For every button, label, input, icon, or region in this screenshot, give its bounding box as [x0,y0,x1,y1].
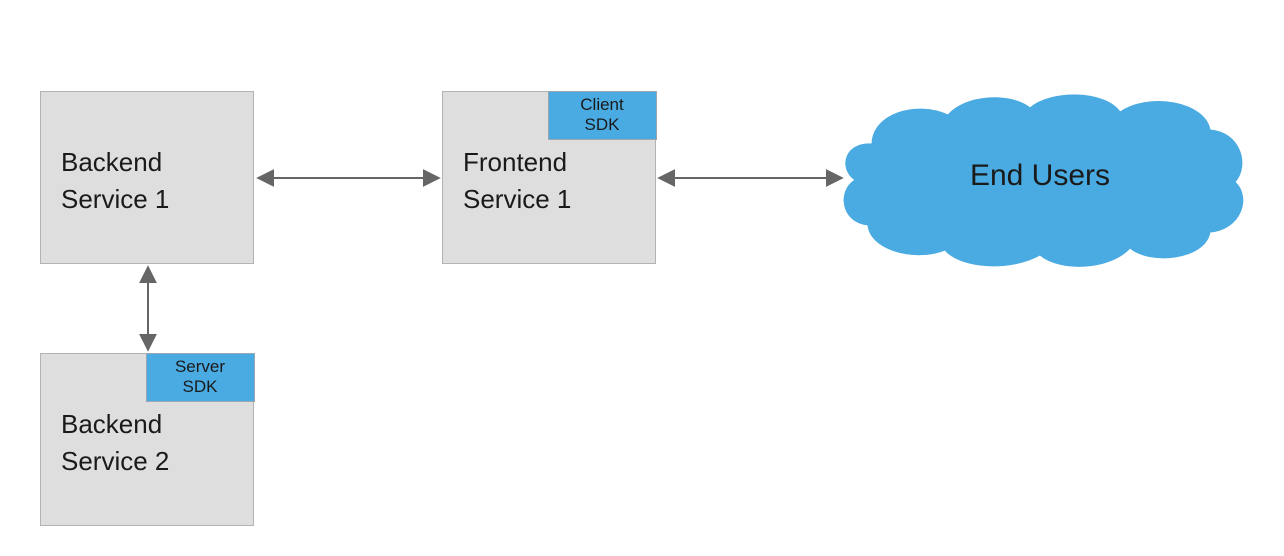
client-sdk-badge: Client SDK [547,90,657,140]
backend-service-1-node: Backend Service 1 [40,91,254,264]
frontend-service-1-label: Frontend Service 1 [463,147,572,214]
end-users-cloud [843,94,1244,267]
end-users-label: End Users [969,159,1111,192]
backend-service-2-label: Backend Service 2 [61,409,170,476]
frontend-service-1-node: Client SDK Frontend Service 1 [442,90,657,264]
backend-service-2-node: Server SDK Backend Service 2 [40,352,255,526]
server-sdk-badge: Server SDK [145,352,255,402]
backend-service-1-label: Backend Service 1 [61,147,170,214]
